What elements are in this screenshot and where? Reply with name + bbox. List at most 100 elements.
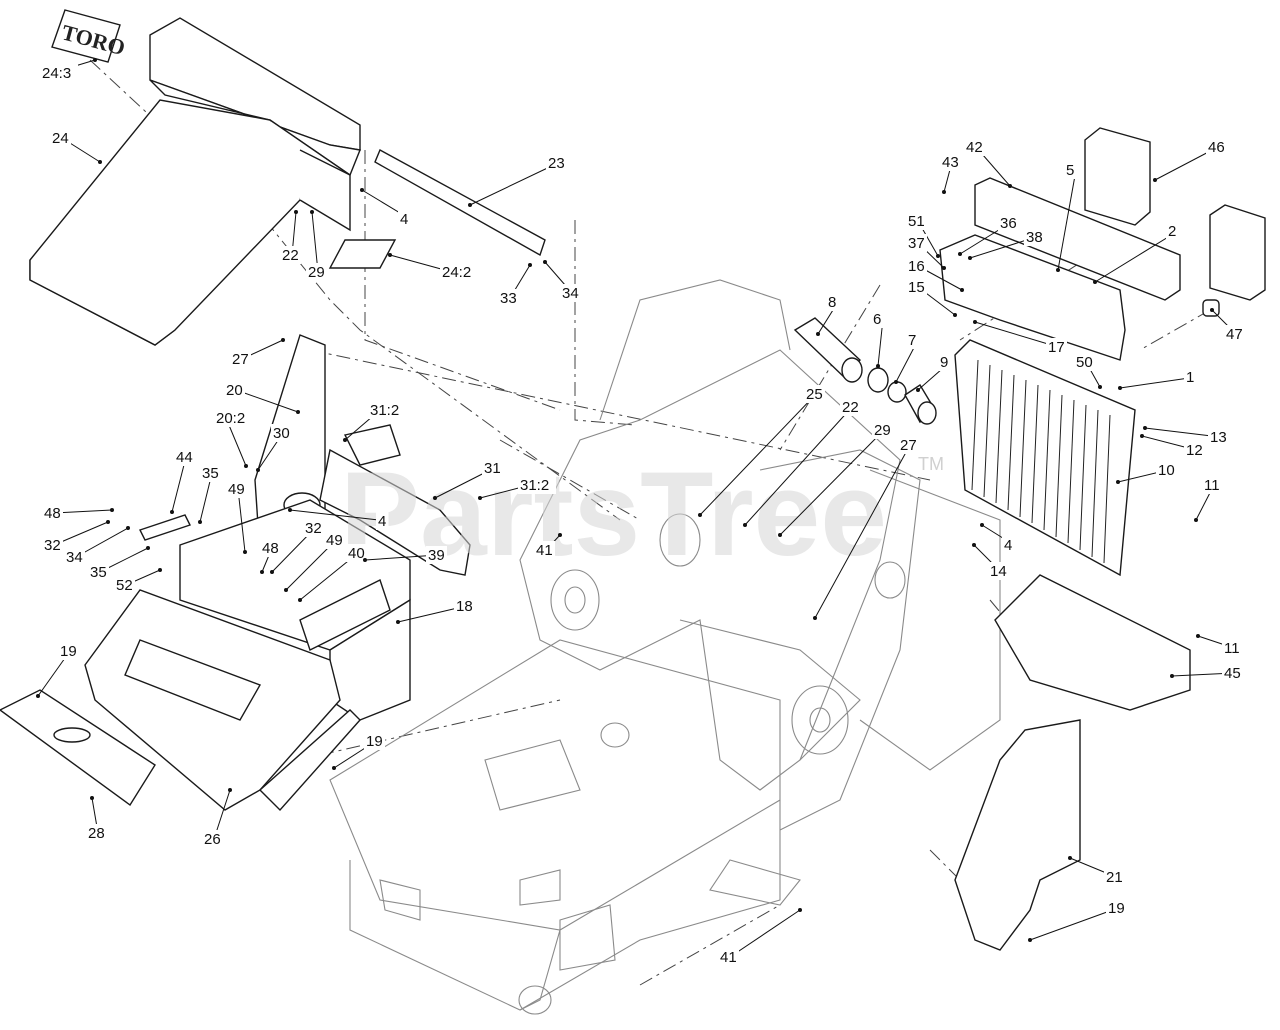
leader-end (972, 543, 976, 547)
callout-c-50: 50 (1074, 353, 1102, 389)
leader-end (396, 620, 400, 624)
leader-end (698, 513, 702, 517)
decal-24-2 (328, 239, 397, 269)
callout-c-15: 15 (906, 278, 957, 317)
callout-c-31: 31 (433, 459, 503, 500)
callout-number: 16 (908, 258, 925, 275)
leader-end (813, 616, 817, 620)
callout-c-47: 47 (1210, 308, 1245, 343)
callout-c-49b: 49 (284, 531, 345, 592)
callout-number: 4 (378, 513, 386, 530)
pad-46-upper (1084, 127, 1151, 226)
leader-line (744, 406, 853, 526)
leader-end (1008, 184, 1012, 188)
leader-end (816, 332, 820, 336)
callout-number: 6 (873, 311, 881, 328)
callout-c-11a: 11 (1194, 476, 1223, 522)
leader-line (237, 488, 246, 553)
callout-c-46: 46 (1153, 138, 1227, 182)
callout-c-49a: 49 (226, 480, 247, 554)
callout-c-28: 28 (86, 796, 107, 842)
callout-label-bg (398, 210, 411, 228)
callout-number: 11 (1204, 477, 1220, 494)
callout-c-20: 20 (224, 381, 300, 414)
callout-number: 43 (942, 154, 959, 171)
callout-c-43: 43 (940, 153, 961, 194)
callout-c-44: 44 (170, 448, 195, 514)
callout-c-18: 18 (396, 597, 475, 624)
callout-label-bg (324, 531, 345, 549)
callout-label-bg (1064, 161, 1077, 179)
callout-number: 48 (262, 540, 279, 557)
leader-end (1153, 178, 1157, 182)
callout-c-36: 36 (958, 214, 1019, 256)
callout-label-bg (482, 459, 503, 477)
callout-c-48a: 48 (42, 504, 114, 522)
callout-c-41a: 41 (534, 533, 562, 559)
callout-c-4b: 4 (288, 508, 389, 530)
leader-end (110, 508, 114, 512)
callout-number: 19 (366, 733, 383, 750)
callout-number: 24 (52, 130, 69, 147)
callout-label-bg (1222, 639, 1243, 657)
callout-c-6: 6 (871, 310, 884, 368)
callout-label-bg (364, 732, 385, 750)
callout-number: 47 (1226, 326, 1243, 343)
callout-label-bg (964, 138, 985, 156)
callout-number: 31 (484, 460, 501, 477)
callout-number: 27 (900, 437, 917, 454)
leader-line (53, 509, 113, 514)
callout-c-32b: 32 (270, 519, 324, 574)
callout-c-31-2b: 31:2 (478, 476, 556, 500)
callout-number: 23 (548, 155, 565, 172)
leader-end (1068, 856, 1072, 860)
callout-number: 4 (400, 211, 408, 228)
callout-label-bg (546, 154, 567, 172)
callout-label-bg (938, 353, 951, 371)
leader-end (973, 320, 977, 324)
callout-c-37: 37 (906, 234, 946, 270)
leader-end (528, 263, 532, 267)
callout-number: 45 (1224, 665, 1241, 682)
callout-number: 21 (1106, 869, 1123, 886)
leader-end (1116, 480, 1120, 484)
callout-label-bg (42, 504, 63, 522)
callout-c-2: 2 (1093, 222, 1179, 284)
callout-c-34a: 34 (543, 260, 581, 302)
shroud-26 (84, 589, 361, 812)
leader-end (288, 508, 292, 512)
callout-c-22a: 22 (280, 210, 301, 264)
callout-number: 20 (226, 382, 243, 399)
callout-number: 42 (966, 139, 983, 156)
callout-c-27b: 27 (813, 436, 919, 620)
callout-label-bg (1166, 222, 1179, 240)
callout-label-bg (200, 464, 221, 482)
callout-number: 12 (1186, 442, 1203, 459)
callout-label-bg (230, 350, 251, 368)
grille-10 (954, 339, 1136, 577)
callout-c-35a: 35 (198, 464, 221, 524)
callout-c-38: 38 (968, 228, 1045, 260)
callout-c-30: 30 (256, 424, 292, 472)
leader-end (281, 338, 285, 342)
callout-c-11b: 11 (1196, 634, 1243, 657)
leader-line (289, 509, 389, 522)
leader-end (980, 523, 984, 527)
leader-end (146, 546, 150, 550)
leader-line (235, 389, 299, 413)
leader-end (126, 526, 130, 530)
callout-number: 29 (308, 264, 325, 281)
callout-c-24: 24 (50, 129, 102, 164)
callout-label-bg (214, 409, 252, 427)
callout-c-29a: 29 (306, 210, 327, 281)
leader-end (894, 380, 898, 384)
callout-label-bg (224, 381, 245, 399)
callout-c-19b: 19 (332, 732, 385, 770)
side-panel-21 (954, 719, 1081, 951)
callout-label-bg (1046, 338, 1067, 356)
callout-number: 49 (326, 532, 343, 549)
leader-end (36, 694, 40, 698)
leader-line (1029, 907, 1119, 941)
bracket-44 (139, 514, 191, 541)
callout-label-bg (1104, 868, 1125, 886)
